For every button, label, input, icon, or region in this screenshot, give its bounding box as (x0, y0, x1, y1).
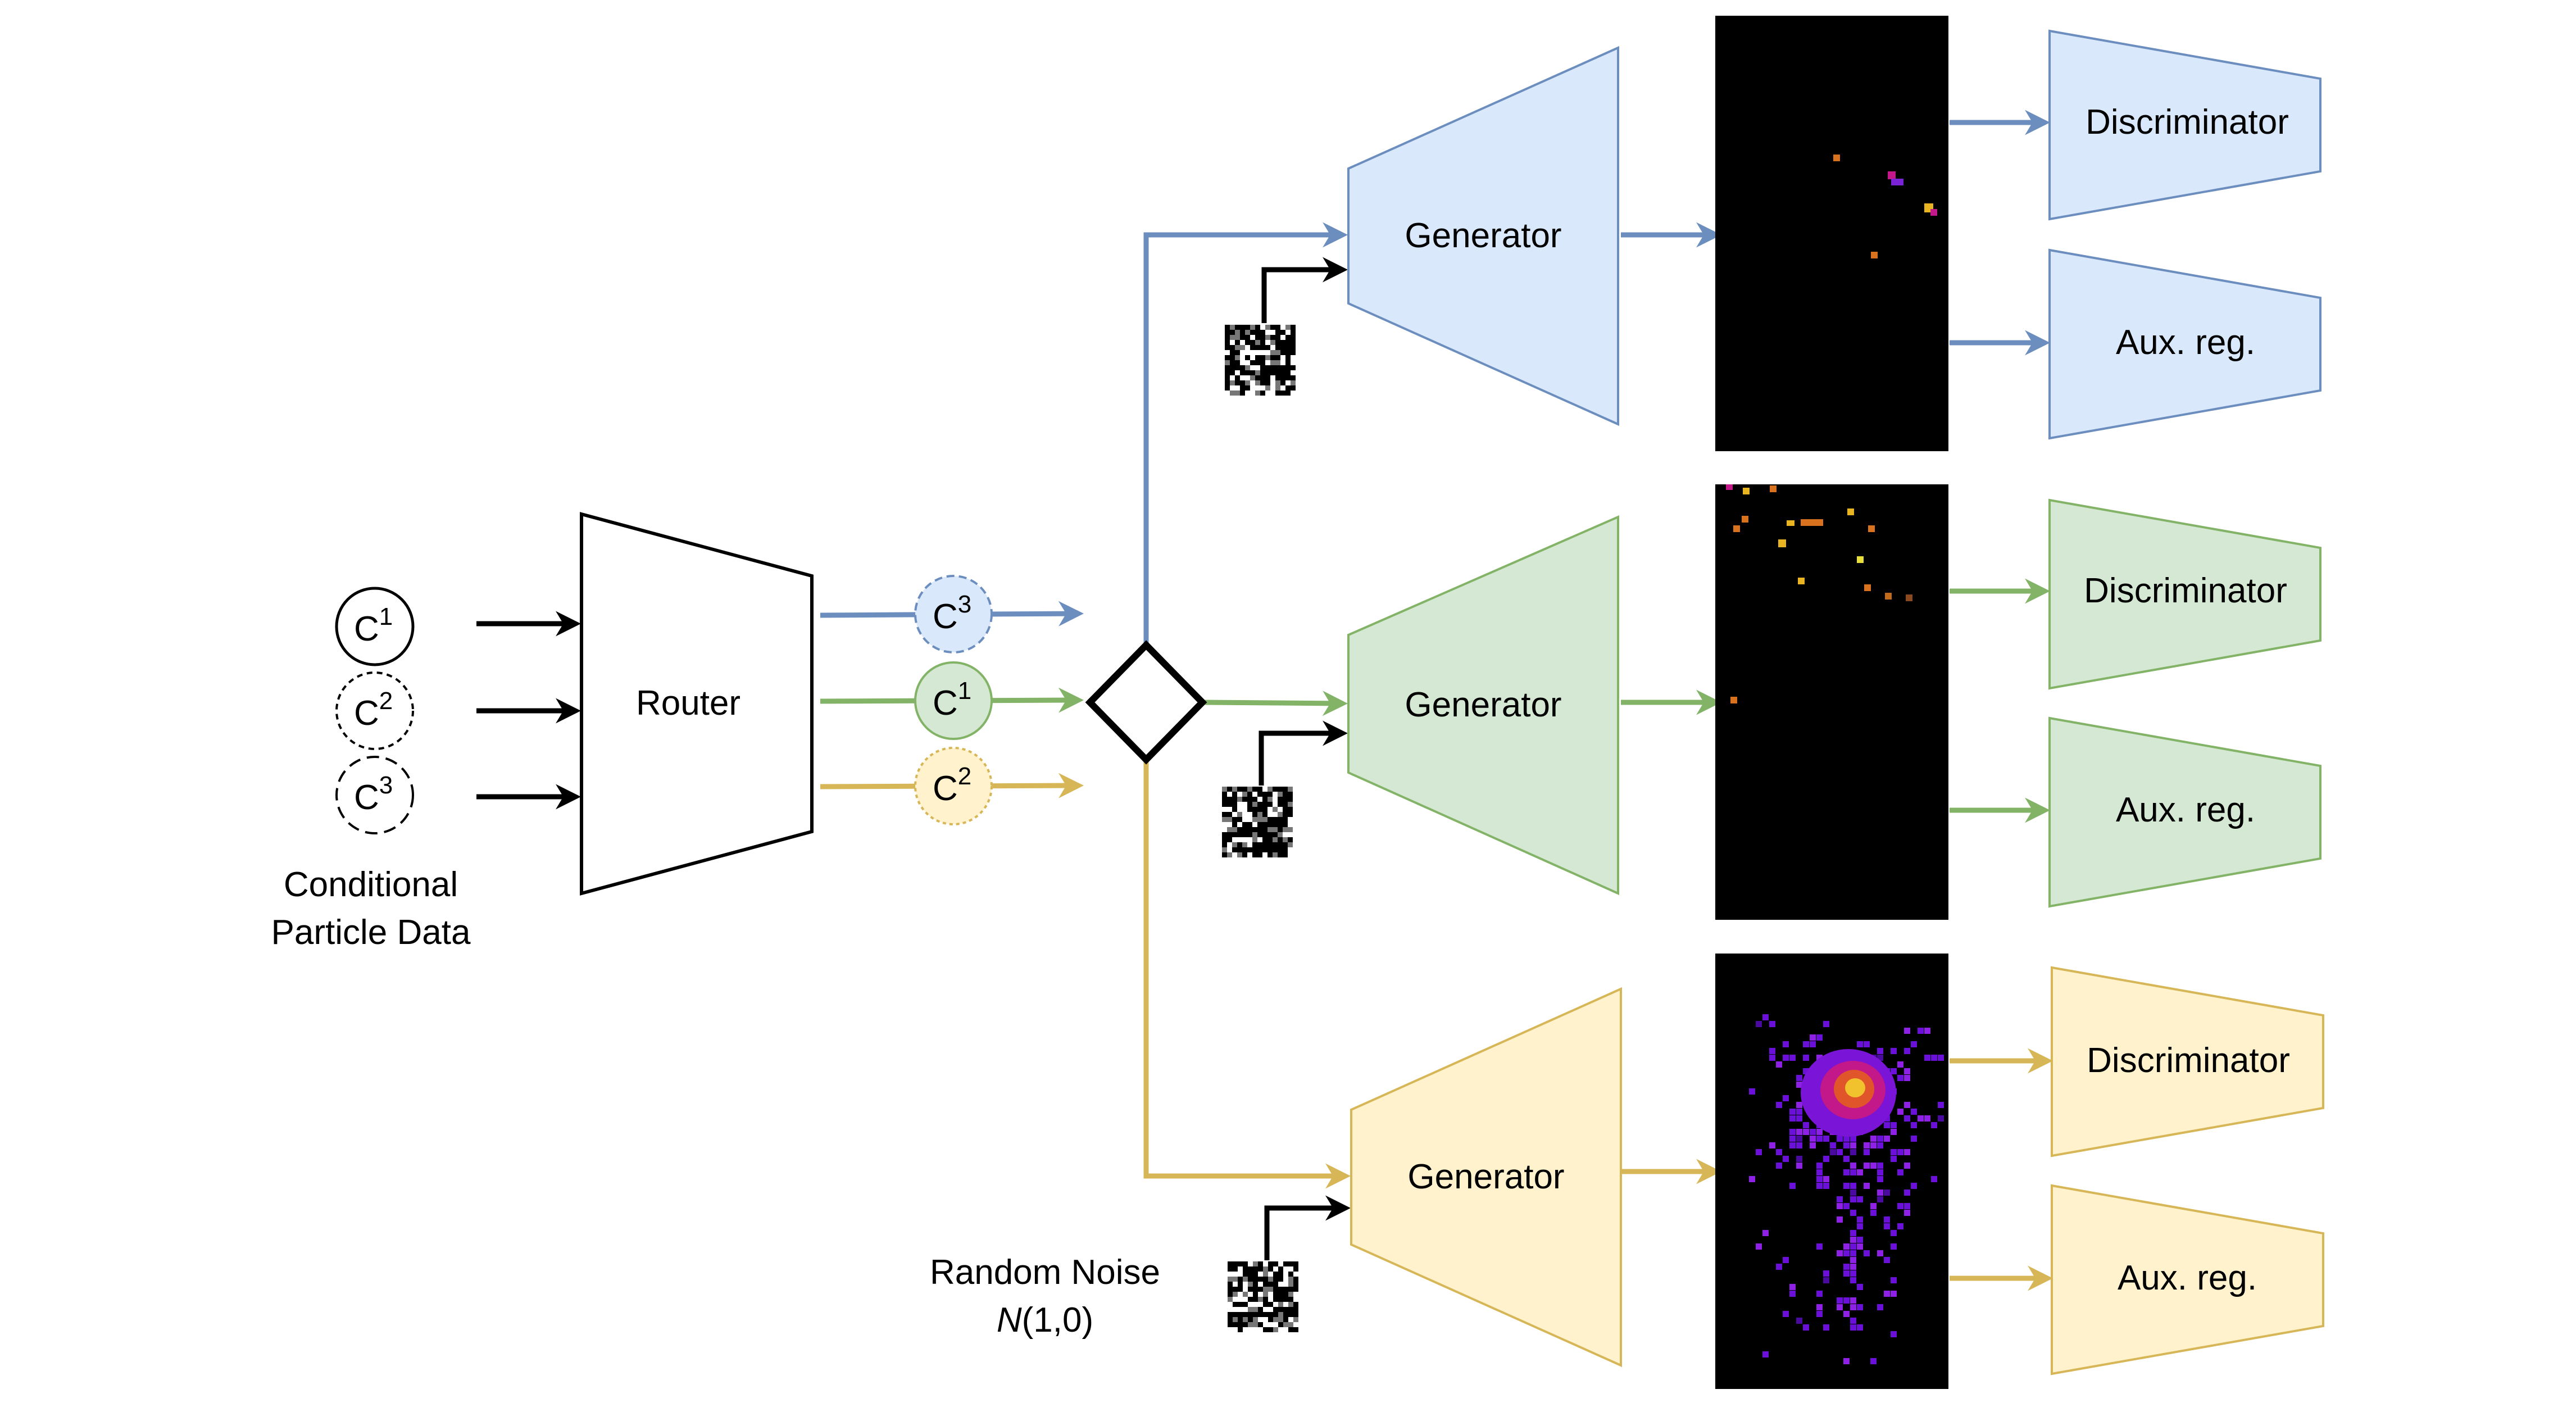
svg-text:C2: C2 (354, 687, 393, 733)
branch-line-blue (1143, 222, 1348, 646)
branch-line-green (1202, 691, 1348, 716)
generator-label-green: Generator (1405, 685, 1561, 724)
noise-input-blue (1225, 257, 1348, 396)
noise-input-green (1222, 720, 1348, 857)
discriminator-label-blue: Discriminator (2086, 103, 2289, 142)
input-condition-c2: C2 (335, 671, 414, 750)
noise-label-line1: Random Noise (930, 1253, 1160, 1292)
input-caption-line1: Conditional (284, 865, 458, 904)
input-condition-c3: C3 (335, 756, 414, 834)
noise-patch-icon (1225, 325, 1296, 396)
svg-text:C3: C3 (354, 771, 393, 817)
generator-label-blue: Generator (1405, 216, 1561, 255)
aux-regressor-block-blue (2048, 248, 2321, 440)
aux-regressor-block-green (2048, 716, 2321, 908)
routed-condition-c3: C3 (914, 575, 993, 653)
discriminator-label-yellow: Discriminator (2087, 1041, 2290, 1080)
input-condition-c1: C1 (335, 587, 415, 666)
discriminator-block-blue (2048, 29, 2321, 221)
noise-patch-icon (1228, 1261, 1298, 1332)
branch-line-yellow (1143, 759, 1351, 1189)
generated-image-green (1715, 484, 1948, 920)
noise-input-yellow (1228, 1195, 1351, 1332)
generated-image-blue (1715, 16, 1948, 451)
discriminator-label-green: Discriminator (2084, 571, 2287, 610)
router-label: Router (636, 684, 740, 723)
selector-diamond (1085, 640, 1207, 765)
routed-condition-c1: C1 (914, 661, 993, 740)
generator-block-yellow (1350, 987, 1622, 1368)
svg-text:C3: C3 (933, 591, 971, 636)
aux-regressor-label-blue: Aux. reg. (2116, 323, 2255, 362)
generator-block-green (1347, 515, 1619, 896)
aux-regressor-label-green: Aux. reg. (2116, 791, 2255, 829)
svg-text:C1: C1 (933, 677, 971, 723)
svg-text:C1: C1 (354, 603, 393, 648)
generated-image-yellow (1715, 954, 1948, 1389)
noise-label-line2: N(1,0) (997, 1301, 1093, 1340)
noise-patch-icon (1222, 787, 1293, 857)
discriminator-block-yellow (2051, 966, 2324, 1157)
generator-block-blue (1347, 46, 1619, 426)
input-caption-line2: Particle Data (271, 913, 471, 952)
discriminator-block-green (2048, 498, 2321, 690)
router-block (580, 512, 814, 896)
aux-regressor-label-yellow: Aux. reg. (2118, 1259, 2257, 1297)
svg-text:C2: C2 (933, 762, 971, 808)
generator-label-yellow: Generator (1407, 1157, 1564, 1196)
routed-condition-c2: C2 (914, 747, 993, 825)
aux-regressor-block-yellow (2051, 1184, 2324, 1375)
